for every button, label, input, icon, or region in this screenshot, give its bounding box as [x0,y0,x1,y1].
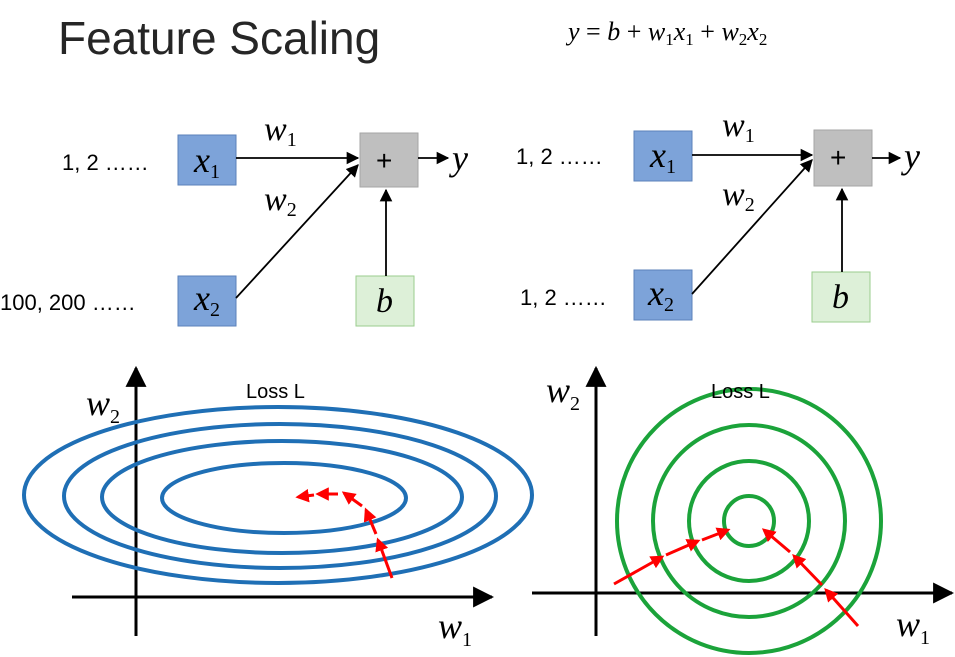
right-b-step-3 [761,528,791,554]
right-contour-3 [687,459,811,583]
right-bias-box [811,271,871,323]
right-b-step-2 [792,554,824,587]
left-gradient-path [295,487,394,579]
left-x1-label: x1 [193,140,220,183]
left-sum-node [359,132,419,188]
right-gradient-path-a [613,527,731,586]
left-loss-label: Loss L [246,381,305,403]
left-bias-box [355,275,415,327]
right-x2-label: x2 [647,273,674,316]
left-w2-edge [235,164,359,299]
right-sum-symbol: + [830,142,846,173]
right-output-label: y [901,136,920,176]
right-contour-1 [615,387,883,655]
slide-title: Feature Scaling [58,12,380,64]
right-a-step-2 [665,539,701,557]
left-step-5 [295,488,315,503]
left-step-2 [363,507,378,535]
left-output-label: y [449,138,468,178]
left-x-axis-label: w1 [438,606,472,651]
right-x1-values: 1, 2 …… [516,144,603,169]
right-loss-label: Loss L [711,381,770,403]
left-bias-label: b [376,283,393,320]
right-contour-4 [722,494,776,548]
right-x2-values: 1, 2 …… [520,285,607,310]
left-sum-symbol: + [376,145,392,176]
left-x2-values: 100, 200 …… [0,290,136,315]
linear-model-equation: y = b + w1x1 + w2x2 [565,17,767,49]
right-loss-plot: Loss L w2 w1 [532,365,955,655]
left-w2-label: w2 [264,181,297,221]
left-network: 1, 2 …… 100, 200 …… x1 x2 + b w1 w2 y [0,111,468,327]
right-a-step-3 [701,527,731,542]
right-w2-label: w2 [722,176,755,216]
right-w1-label: w1 [722,107,755,147]
left-w1-label: w1 [264,111,297,151]
left-y-axis-label: w2 [86,383,120,428]
right-x2-input-box [633,269,693,321]
left-contour-2 [62,422,498,570]
left-x1-input-box [177,134,237,186]
left-x1-values: 1, 2 …… [62,150,149,175]
left-x2-label: x2 [193,278,220,321]
right-a-step-1 [613,555,665,586]
right-network: 1, 2 …… 1, 2 …… x1 x2 + b w1 w2 y [516,107,920,323]
left-loss-plot: Loss L w2 w1 [22,365,534,651]
left-contour-4 [160,461,408,535]
right-x-axis-label: w1 [896,604,930,649]
left-contour-3 [100,439,464,555]
right-b-step-1 [824,587,860,627]
left-step-1 [375,537,394,579]
left-contour-1 [22,405,534,585]
left-step-3 [341,491,363,508]
right-contour-2 [651,423,847,619]
right-y-axis-label: w2 [546,370,580,415]
right-x1-label: x1 [649,135,676,178]
right-x1-input-box [633,130,693,182]
right-sum-node [813,129,873,187]
left-x2-input-box [177,275,237,327]
right-w2-edge [691,159,813,295]
right-bias-label: b [832,279,849,316]
right-gradient-path-b [761,528,860,627]
